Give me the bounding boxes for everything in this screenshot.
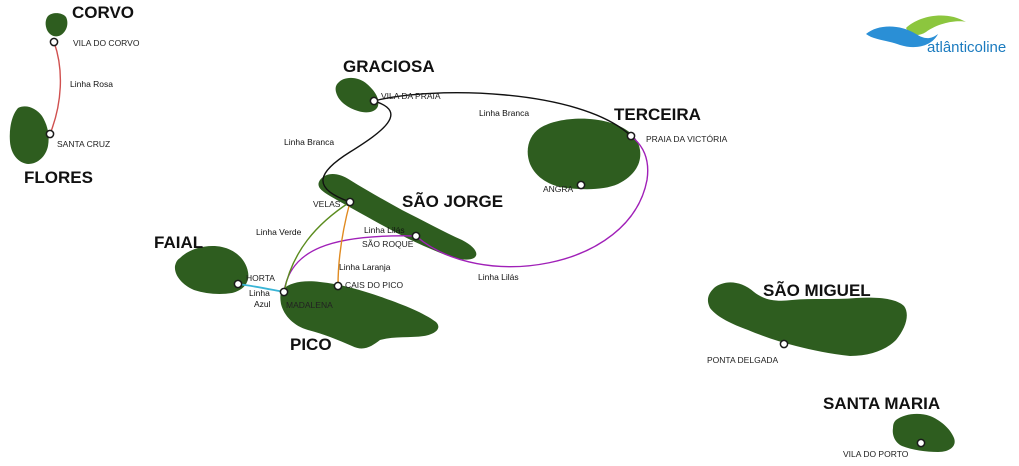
- route-label-linha-azul-1: Linha: [249, 288, 270, 298]
- route-linha-laranja: [337, 201, 351, 287]
- port-dot-vila-do-porto[interactable]: [916, 438, 926, 448]
- port-dot-madalena[interactable]: [279, 287, 289, 297]
- island-faial: [174, 246, 249, 294]
- island-label-terceira: TERCEIRA: [614, 105, 701, 124]
- route-linha-branca-graciosa-velas: [322, 100, 392, 203]
- route-label-linha-lilas-1: Linha Lilás: [364, 225, 405, 235]
- island-label-corvo: CORVO: [72, 3, 134, 22]
- island-label-sao-jorge: SÃO JORGE: [402, 191, 503, 211]
- island-label-santa-maria: SANTA MARIA: [823, 394, 940, 413]
- port-dot-horta[interactable]: [233, 279, 243, 289]
- port-dot-cais-do-pico[interactable]: [333, 281, 343, 291]
- port-label-velas: VELAS: [313, 199, 341, 209]
- route-label-linha-branca-1: Linha Branca: [479, 108, 529, 118]
- island-corvo: [45, 13, 68, 37]
- island-label-faial: FAIAL: [154, 233, 203, 252]
- port-dot-sao-roque[interactable]: [411, 231, 421, 241]
- route-linha-verde: [283, 201, 351, 293]
- brand-name-light: line: [983, 39, 1006, 56]
- route-label-linha-branca-2: Linha Branca: [284, 137, 334, 147]
- port-dot-angra[interactable]: [576, 180, 586, 190]
- port-dot-vila-da-praia[interactable]: [369, 96, 379, 106]
- island-label-graciosa: GRACIOSA: [343, 57, 435, 76]
- route-label-linha-azul-2: Azul: [254, 299, 271, 309]
- brand-name-bold: atlântico: [927, 39, 983, 56]
- route-label-linha-laranja: Linha Laranja: [339, 262, 391, 272]
- port-label-praia-da-vitoria: PRAIA DA VICTÓRIA: [646, 134, 728, 144]
- route-linha-rosa: [49, 41, 62, 135]
- island-flores: [9, 106, 49, 164]
- island-graciosa: [335, 77, 379, 113]
- port-label-angra: ANGRA: [543, 184, 574, 194]
- port-label-vila-do-porto: VILA DO PORTO: [843, 449, 909, 459]
- port-dot-praia-da-vitoria[interactable]: [626, 131, 636, 141]
- island-sao-jorge: [318, 174, 477, 260]
- port-label-vila-da-praia: VILA DA PRAIA: [381, 91, 441, 101]
- port-label-vila-do-corvo: VILA DO CORVO: [73, 38, 140, 48]
- route-linha-lilas-saoroque-praia: [415, 135, 649, 268]
- route-linha-branca-graciosa-terceira: [373, 92, 632, 137]
- island-pico: [280, 281, 439, 349]
- island-sao-miguel: [707, 282, 907, 356]
- port-label-santa-cruz: SANTA CRUZ: [57, 139, 110, 149]
- island-santa-maria: [892, 413, 955, 452]
- route-label-linha-lilas-2: Linha Lilás: [478, 272, 519, 282]
- brand-wave-blue-icon: [866, 26, 938, 48]
- island-label-pico: PICO: [290, 335, 332, 354]
- island-label-sao-miguel: SÃO MIGUEL: [763, 280, 871, 300]
- port-dot-ponta-delgada[interactable]: [779, 339, 789, 349]
- port-label-cais-do-pico: CAIS DO PICO: [345, 280, 403, 290]
- port-label-ponta-delgada: PONTA DELGADA: [707, 355, 778, 365]
- port-label-sao-roque: SÃO ROQUE: [362, 239, 414, 249]
- port-label-madalena: MADALENA: [286, 300, 333, 310]
- port-label-horta: HORTA: [246, 273, 275, 283]
- island-terceira: [527, 118, 641, 190]
- route-label-linha-rosa: Linha Rosa: [70, 79, 113, 89]
- port-dot-velas[interactable]: [345, 197, 355, 207]
- brand-wave-green-icon: [906, 15, 966, 36]
- brand-wordmark: atlânticoline: [927, 39, 1006, 56]
- port-dot-santa-cruz[interactable]: [45, 129, 55, 139]
- brand-logo[interactable]: atlânticoline: [866, 15, 1006, 56]
- route-label-linha-verde: Linha Verde: [256, 227, 302, 237]
- island-label-flores: FLORES: [24, 168, 93, 187]
- port-dot-vila-do-corvo[interactable]: [49, 37, 59, 47]
